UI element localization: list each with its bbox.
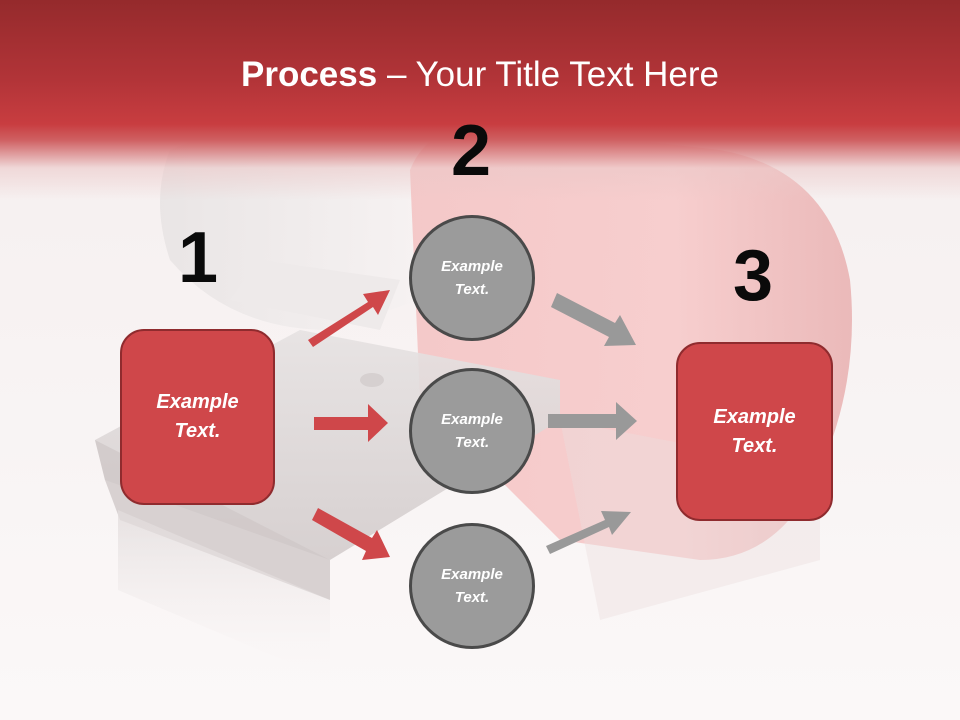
step-2-circle-middle: Example Text. [409,368,535,494]
circle-top-line1: Example [441,258,503,275]
slide-title: Process – Your Title Text Here [0,52,960,98]
step-2-circle-top: Example Text. [409,215,535,341]
title-bold: Process [241,55,378,94]
step-3-box: Example Text. [676,342,833,521]
title-banner [0,0,960,200]
step-number-1: 1 [178,218,219,298]
step-number-2: 2 [451,111,492,191]
step-3-text-line1: Example [713,405,796,428]
step-1-text-line2: Text. [174,420,221,442]
step-1-text-line1: Example [156,391,239,413]
step-number-3: 3 [733,236,774,316]
step-2-circle-bottom: Example Text. [409,523,535,649]
circle-top-line2: Text. [454,281,490,298]
circle-bottom-line1: Example [441,566,503,583]
title-rest: – Your Title Text Here [377,55,719,94]
step-3-text-line2: Text. [731,434,778,457]
step-1-box: Example Text. [120,329,275,505]
circle-middle-line1: Example [441,411,503,428]
circle-bottom-line2: Text. [454,589,490,606]
circle-middle-line2: Text. [454,434,490,451]
